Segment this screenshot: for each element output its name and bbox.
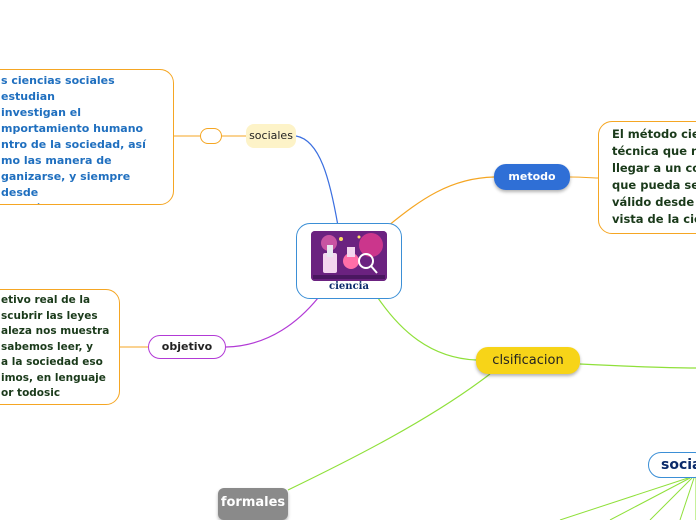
metodo-callout-text: El método cie técnica que n llegar a un …: [612, 127, 696, 226]
sociales-callout-text: s ciencias sociales estudian investigan …: [1, 74, 146, 204]
science-illustration: [311, 231, 387, 281]
sociales-callout[interactable]: s ciencias sociales estudian investigan …: [0, 69, 174, 205]
empty-node[interactable]: [200, 128, 222, 144]
sociales-sub-topic[interactable]: socia: [648, 452, 696, 478]
clasificacion-topic[interactable]: clsificacion: [476, 347, 580, 374]
objetivo-callout[interactable]: etivo real de la scubrir las leyes aleza…: [0, 289, 120, 405]
objetivo-topic[interactable]: objetivo: [148, 335, 226, 359]
metodo-topic-label: metodo: [508, 170, 556, 183]
clasificacion-topic-label: clsificacion: [492, 353, 564, 368]
sociales-sub-topic-label: socia: [661, 457, 696, 473]
objetivo-callout-text: etivo real de la scubrir las leyes aleza…: [1, 294, 110, 399]
sociales-topic-label: sociales: [249, 129, 293, 142]
central-node[interactable]: ciencia: [296, 223, 402, 299]
objetivo-topic-label: objetivo: [161, 340, 213, 353]
sociales-topic[interactable]: sociales: [246, 124, 296, 148]
metodo-callout[interactable]: El método cie técnica que n llegar a un …: [598, 121, 696, 234]
metodo-topic[interactable]: metodo: [494, 164, 570, 190]
formales-topic-label: formales: [220, 495, 286, 510]
formales-topic[interactable]: formales: [218, 488, 288, 520]
central-label: ciencia: [329, 281, 369, 292]
